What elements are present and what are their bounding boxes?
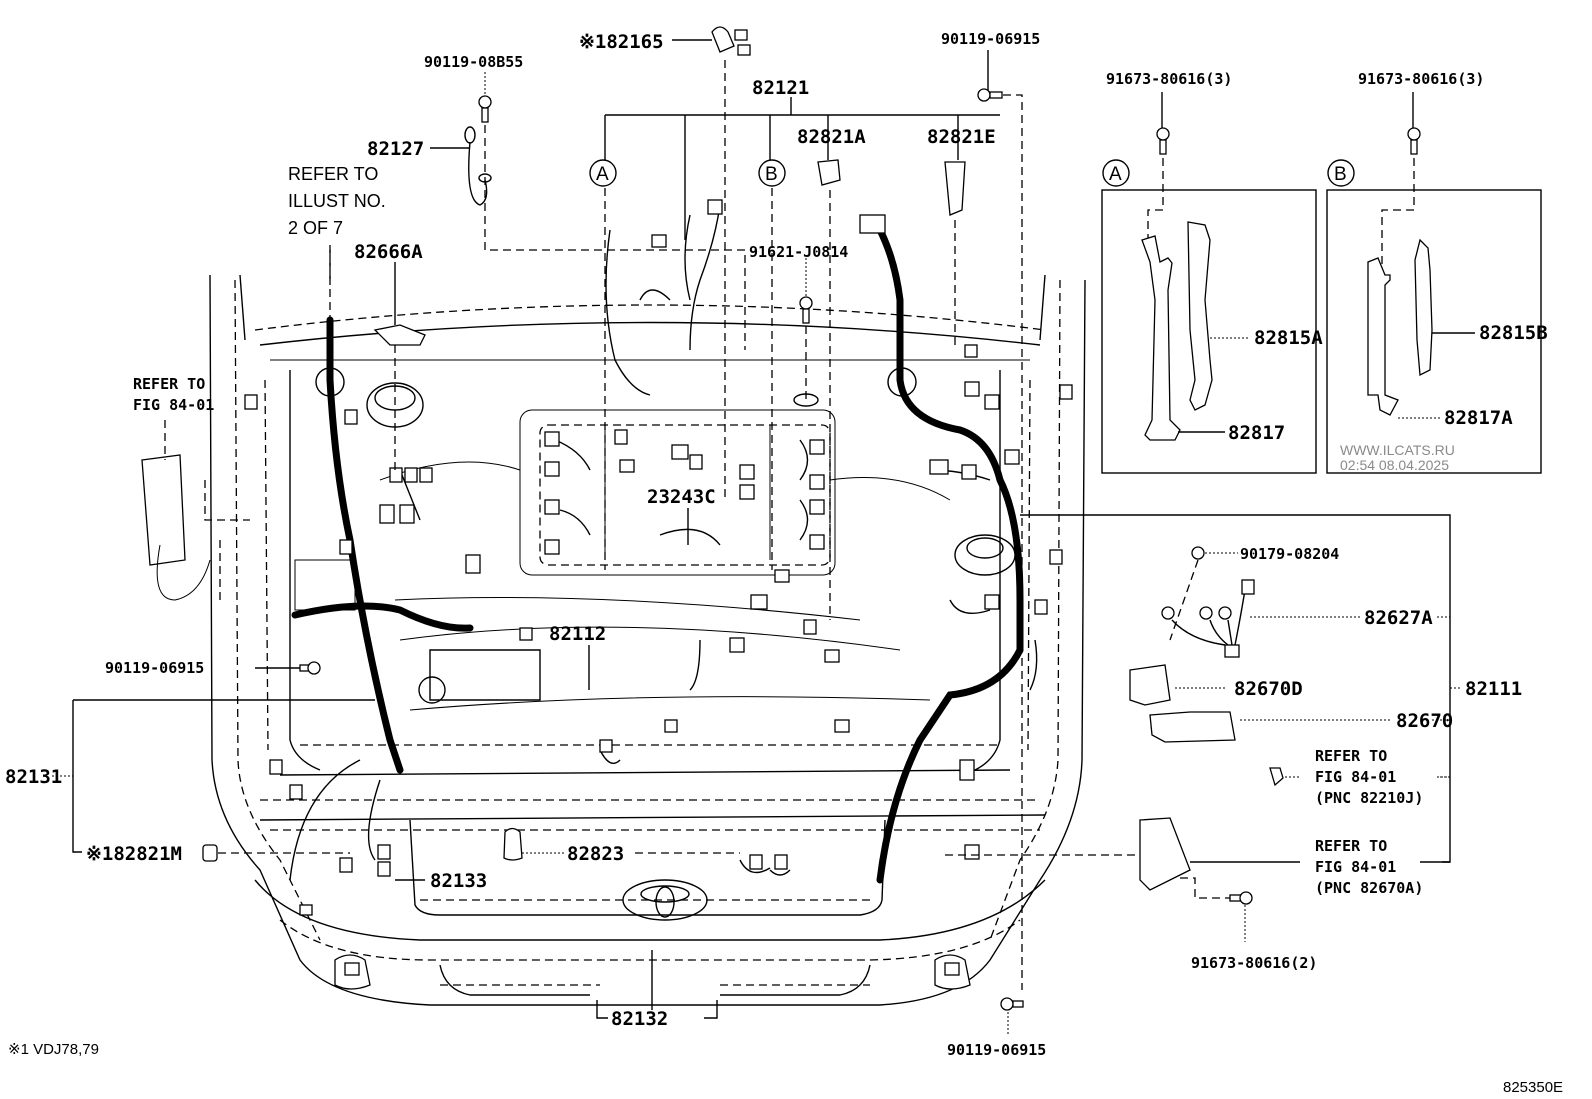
label-82165: ※182165: [579, 31, 664, 53]
label-82670d: 82670D: [1234, 678, 1303, 700]
label-90119-06915-bottom: 90119-06915: [947, 1041, 1046, 1059]
label-82627a: 82627A: [1364, 607, 1433, 629]
refer-82210j-line-2: FIG 84-01: [1315, 768, 1396, 786]
harness-wires: [244, 199, 1073, 916]
label-91673-80616-b: 91673-80616(3): [1358, 70, 1484, 88]
callout-b-letter: B: [765, 164, 778, 185]
callout-a-letter: A: [596, 164, 609, 185]
label-82132: 82132: [611, 1008, 668, 1030]
label-82670: 82670: [1396, 710, 1453, 732]
label-90119-08b55: 90119-08B55: [424, 53, 523, 71]
vehicle-outline: [141, 274, 1086, 1006]
label-82823: 82823: [567, 843, 624, 865]
refer-fig-left-line-1: REFER TO: [133, 375, 205, 393]
label-23243c: 23243C: [647, 486, 716, 508]
label-82821e: 82821E: [927, 126, 996, 148]
callout-b-marker: [758, 159, 786, 187]
label-82112: 82112: [549, 623, 606, 645]
label-82815b: 82815B: [1479, 322, 1548, 344]
label-82817: 82817: [1228, 422, 1285, 444]
refer-82210j-line-3: (PNC 82210J): [1315, 789, 1423, 807]
label-82821a: 82821A: [797, 126, 866, 148]
label-82131: 82131: [5, 766, 62, 788]
label-91673-80616-a: 91673-80616(3): [1106, 70, 1232, 88]
footnote-applicability: ※1 VDJ78,79: [8, 1041, 99, 1058]
detail-box-b: [1326, 92, 1542, 474]
refer-fig-left-line-2: FIG 84-01: [133, 396, 214, 414]
label-82815a: 82815A: [1254, 327, 1323, 349]
refer-illust-line-1: REFER TO: [288, 164, 378, 184]
reference-notes: REFER TO ILLUST NO. 2 OF 7 REFER TO FIG …: [133, 164, 1423, 897]
detail-box-a: [1101, 92, 1317, 474]
refer-illust-line-3: 2 OF 7: [288, 218, 343, 238]
detail-a-letter: A: [1109, 164, 1122, 185]
label-90179-08204: 90179-08204: [1240, 545, 1339, 563]
refer-illust-line-2: ILLUST NO.: [288, 191, 386, 211]
label-90119-06915-top: 90119-06915: [941, 30, 1040, 48]
label-91673-80616-2: 91673-80616(2): [1191, 954, 1317, 972]
leader-lines: [52, 26, 1462, 1035]
label-91621-j0814: 91621-J0814: [749, 243, 848, 261]
watermark-site: WWW.ILCATS.RU: [1340, 442, 1455, 458]
refer-82670a-line-3: (PNC 82670A): [1315, 879, 1423, 897]
detail-b-letter: B: [1334, 164, 1347, 185]
figure-code: 825350E: [1503, 1079, 1563, 1096]
refer-82670a-line-1: REFER TO: [1315, 837, 1387, 855]
label-82127: 82127: [367, 138, 424, 160]
label-82666a: 82666A: [354, 241, 423, 263]
refer-82670a-line-2: FIG 84-01: [1315, 858, 1396, 876]
label-90119-06915-left: 90119-06915: [105, 659, 204, 677]
refer-82210j-line-1: REFER TO: [1315, 747, 1387, 765]
label-82133: 82133: [430, 870, 487, 892]
callout-a-marker: [589, 159, 617, 187]
label-82111: 82111: [1465, 678, 1522, 700]
part-labels: ※182165 90119-08B55 82121 90119-06915 82…: [5, 30, 1548, 1059]
label-82821m: ※182821M: [86, 843, 182, 865]
watermark-timestamp: 02:54 08.04.2025: [1340, 457, 1449, 473]
label-82817a: 82817A: [1444, 407, 1513, 429]
label-82121: 82121: [752, 77, 809, 99]
